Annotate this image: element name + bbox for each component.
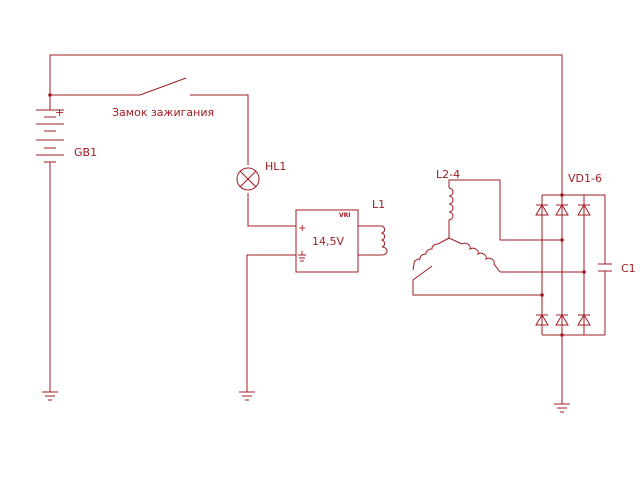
ground-icon xyxy=(239,391,255,401)
phase-c-lead xyxy=(412,265,542,296)
coil-icon xyxy=(412,243,439,271)
stator-windings xyxy=(412,187,501,273)
switch-icon xyxy=(139,77,187,96)
diode-icon xyxy=(555,204,569,216)
junction-dot xyxy=(560,333,564,337)
star-point-right xyxy=(448,237,463,245)
junction-dot xyxy=(560,193,564,197)
lamp-to-regulator-wire xyxy=(247,193,296,227)
regulator-ground-wire xyxy=(246,254,296,392)
lamp-bulb xyxy=(236,167,260,191)
rectifier-bridge xyxy=(535,204,591,326)
battery-plus-sign: + xyxy=(55,106,64,119)
junction-dot xyxy=(540,293,544,297)
coil-label: L1 xyxy=(372,198,385,211)
diode-icon xyxy=(555,314,569,326)
ground-icon xyxy=(42,391,58,401)
rectifier-label: VD1-6 xyxy=(568,172,602,185)
diode-triangle xyxy=(577,204,591,216)
phase-a-lead xyxy=(448,179,562,241)
battery-label: GB1 xyxy=(74,146,97,159)
regulator-body xyxy=(295,209,359,273)
lamp-cross xyxy=(239,170,257,188)
diode-icon xyxy=(577,314,591,326)
ignition-switch-label: Замок зажигания xyxy=(112,106,214,119)
diode-triangle xyxy=(577,314,591,326)
battery-icon xyxy=(36,95,64,166)
coil-icon xyxy=(461,242,501,273)
coil-icon xyxy=(375,225,388,256)
diode-icon xyxy=(577,204,591,216)
capacitor-label: C1 xyxy=(621,262,636,275)
regulator-plus-sign: + xyxy=(298,223,306,234)
diode-icon xyxy=(535,314,549,326)
stator-label: L2-4 xyxy=(436,168,460,181)
switch-blade xyxy=(139,77,187,96)
top-rail-wire xyxy=(49,54,563,195)
diode-triangle xyxy=(555,314,569,326)
diode-triangle xyxy=(535,314,549,326)
lamp-icon xyxy=(236,167,260,191)
wires xyxy=(49,54,606,404)
star-point-left xyxy=(437,237,450,245)
regulator-tag: VRI xyxy=(339,212,351,219)
regulator-value: 14,5V xyxy=(312,235,344,248)
capacitor-icon xyxy=(598,263,612,272)
junction-dot xyxy=(582,270,586,274)
coil-icon xyxy=(448,187,454,238)
junction-dots xyxy=(48,93,586,337)
lamp-label: HL1 xyxy=(265,160,286,173)
switch-to-lamp-wire xyxy=(190,94,249,165)
diode-icon xyxy=(535,204,549,216)
voltage-regulator xyxy=(295,209,359,273)
ground-icon xyxy=(554,403,570,413)
diode-triangle xyxy=(535,204,549,216)
diode-triangle xyxy=(555,204,569,216)
coil-winding xyxy=(375,225,388,256)
junction-dot xyxy=(560,238,564,242)
